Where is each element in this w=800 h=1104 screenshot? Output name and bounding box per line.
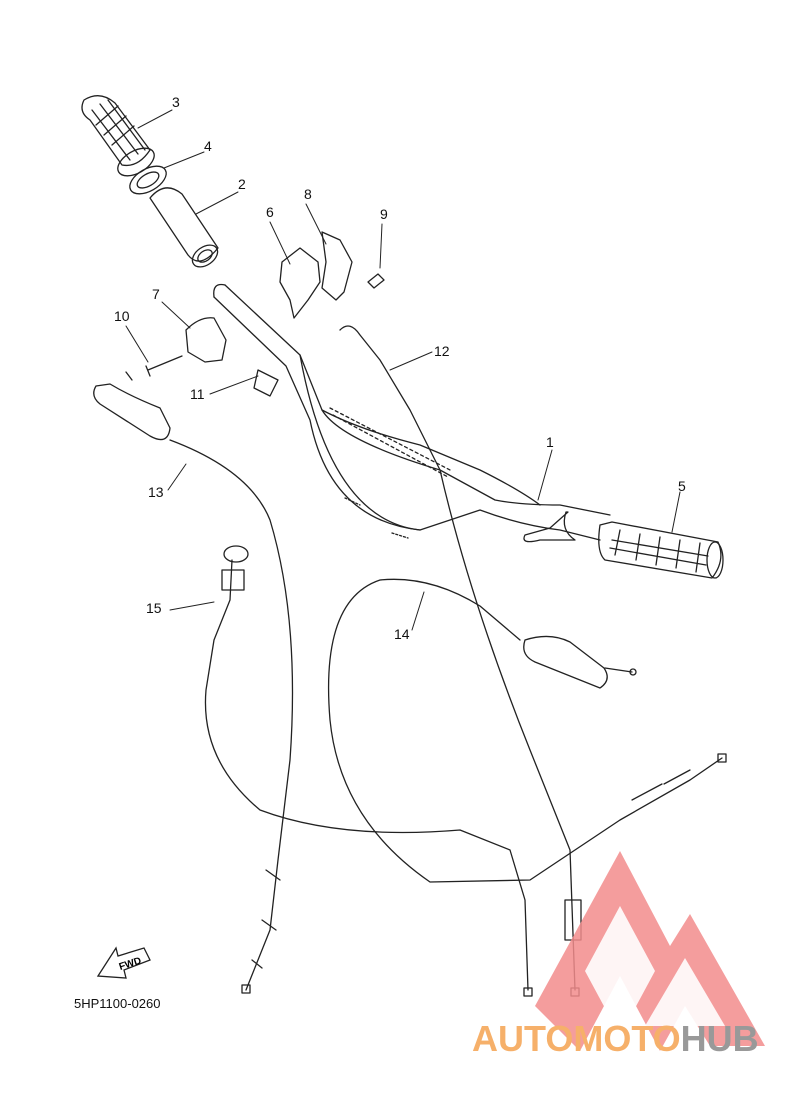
right-grip [523, 511, 724, 579]
callout-9: 9 [380, 206, 388, 222]
callout-4: 4 [204, 138, 212, 154]
watermark-text: AUTOMOTOHUB [472, 1018, 759, 1060]
watermark-logo [535, 851, 765, 1051]
callout-10: 10 [114, 308, 130, 324]
cable-14 [327, 578, 727, 883]
cable-13 [169, 439, 294, 994]
left-grip [81, 95, 151, 167]
handlebar [213, 283, 611, 541]
cable-15 [204, 545, 533, 997]
callout-3: 3 [172, 94, 180, 110]
lever-holder-left [93, 371, 171, 441]
callout-14: 14 [394, 626, 410, 642]
callout-12: 12 [434, 343, 450, 359]
callout-6: 6 [266, 204, 274, 220]
watermark-part2: HUB [680, 1018, 759, 1059]
throttle-housing [185, 231, 353, 363]
callout-5: 5 [678, 478, 686, 494]
watermark-part1: AUTOMOTO [472, 1018, 681, 1059]
callout-15: 15 [146, 600, 162, 616]
callout-11: 11 [190, 386, 205, 402]
callout-8: 8 [304, 186, 312, 202]
callout-2: 2 [238, 176, 246, 192]
callout-1: 1 [546, 434, 554, 450]
leader-lines [125, 109, 681, 631]
diagram-code: 5HP1100-0260 [74, 996, 161, 1011]
grip-collar [117, 147, 167, 195]
bolts [145, 273, 385, 397]
callout-13: 13 [148, 484, 164, 500]
throttle-tube [149, 187, 219, 268]
lever-holder-right [523, 635, 637, 689]
callout-7: 7 [152, 286, 160, 302]
forward-arrow-icon: FWD [96, 946, 151, 979]
